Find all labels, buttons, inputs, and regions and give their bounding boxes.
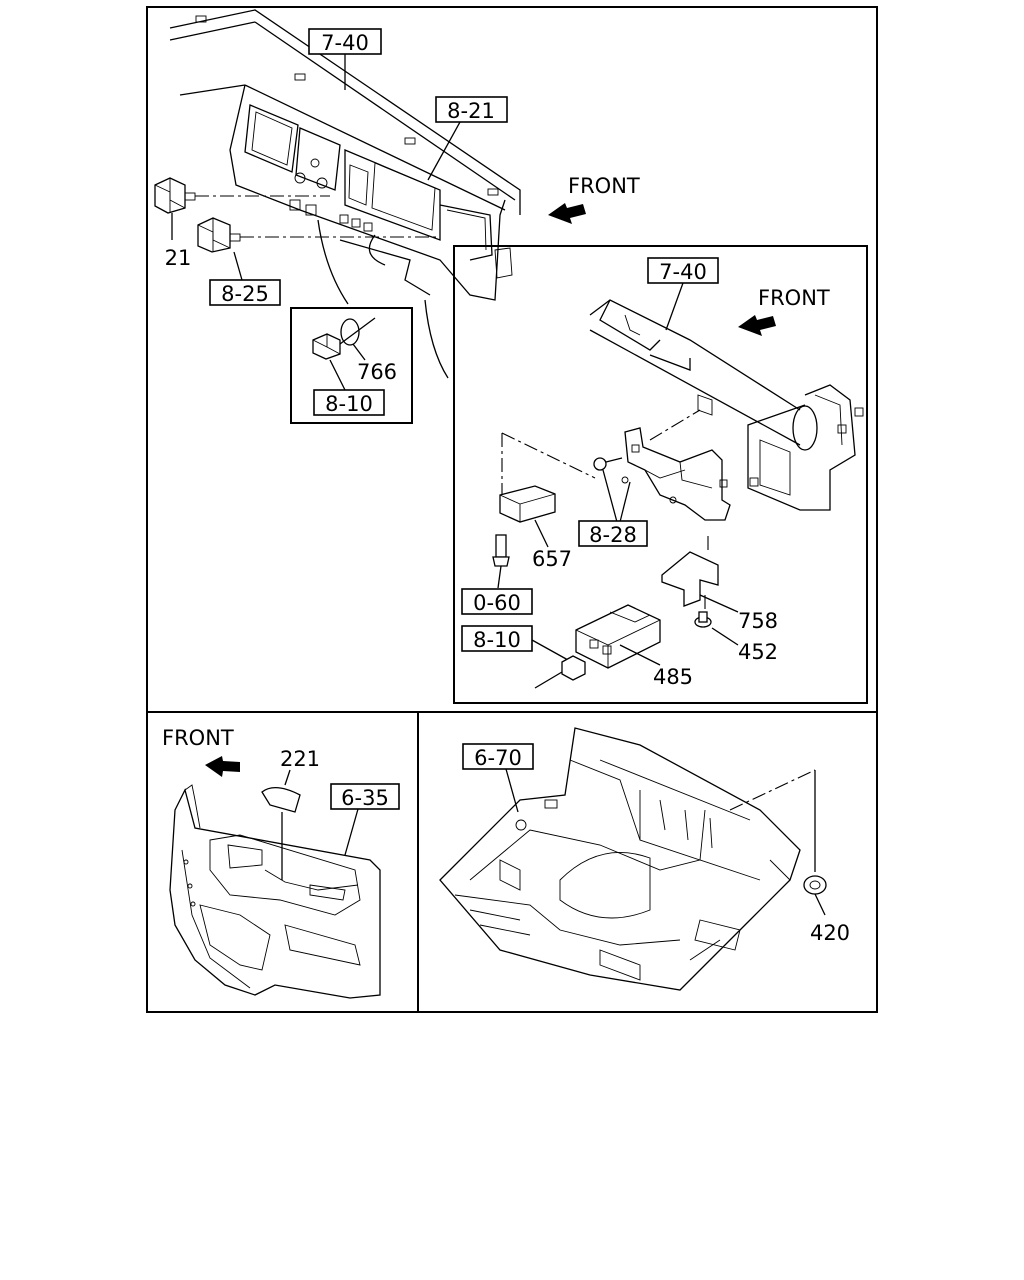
ref-box-8-21: 8-21 — [427, 96, 508, 181]
front-indicator-inset: FRONT — [738, 286, 830, 336]
ref-8-10-detail-text: 8-10 — [325, 392, 373, 416]
part-221-text: 221 — [280, 747, 320, 771]
part-657-module: 657 — [499, 432, 596, 571]
front-top-text: FRONT — [568, 174, 640, 198]
front-indicator-bottom-left: FRONT — [162, 726, 240, 777]
front-inset-text: FRONT — [758, 286, 830, 310]
bracket-detail-inset — [453, 245, 868, 704]
part-8-25-switch — [197, 217, 440, 281]
diagram-frames — [146, 6, 878, 1013]
mounting-bracket — [593, 409, 731, 521]
ref-box-7-40-top: 7-40 — [308, 28, 382, 90]
dashboard-illustration — [169, 9, 521, 379]
part-485-relay-block: 485 — [575, 604, 693, 689]
ref-box-6-70: 6-70 — [462, 743, 534, 813]
ref-0-60-text: 0-60 — [473, 591, 521, 615]
door-trim-panel — [169, 784, 381, 999]
part-758-bracket: 758 — [661, 535, 778, 633]
ref-7-40-inset-text: 7-40 — [659, 260, 707, 284]
part-485-text: 485 — [653, 665, 693, 689]
ref-8-10-inset-text: 8-10 — [473, 628, 521, 652]
ref-8-21-text: 8-21 — [447, 99, 495, 123]
ref-box-8-28: 8-28 — [578, 469, 648, 547]
part-452-screw: 452 — [694, 595, 778, 664]
part-221-pocket: 221 — [261, 747, 320, 880]
cab-floor-panel — [439, 727, 816, 991]
ref-box-8-25: 8-25 — [209, 279, 281, 306]
part-657-text: 657 — [532, 547, 572, 571]
part-766-text: 766 — [357, 360, 397, 384]
front-arrow-icon — [548, 203, 586, 224]
front-arrow-icon — [205, 756, 240, 777]
ref-8-25-text: 8-25 — [221, 282, 269, 306]
connector-detail-inset — [290, 307, 413, 424]
part-0-60-bolt: 0-60 — [461, 534, 533, 615]
part-452-text: 452 — [738, 640, 778, 664]
ref-7-40-top-text: 7-40 — [321, 31, 369, 55]
connector-detail: 766 8-10 — [312, 317, 397, 416]
front-bottom-left-text: FRONT — [162, 726, 234, 750]
part-21-text: 21 — [165, 246, 192, 270]
part-21-switch: 21 — [154, 177, 330, 270]
part-420-text: 420 — [810, 921, 850, 945]
part-758-text: 758 — [738, 609, 778, 633]
ref-box-7-40-inset: 7-40 — [647, 257, 719, 331]
ref-box-8-10-inset: 8-10 — [461, 625, 586, 689]
part-420-grommet: 420 — [803, 770, 850, 945]
front-indicator-top: FRONT — [548, 174, 640, 224]
ref-6-35-text: 6-35 — [341, 786, 389, 810]
ref-8-28-text: 8-28 — [589, 523, 637, 547]
ref-box-6-35: 6-35 — [330, 783, 400, 856]
ref-6-70-text: 6-70 — [474, 746, 522, 770]
front-arrow-icon — [738, 315, 776, 336]
cross-member-beam — [589, 299, 864, 511]
